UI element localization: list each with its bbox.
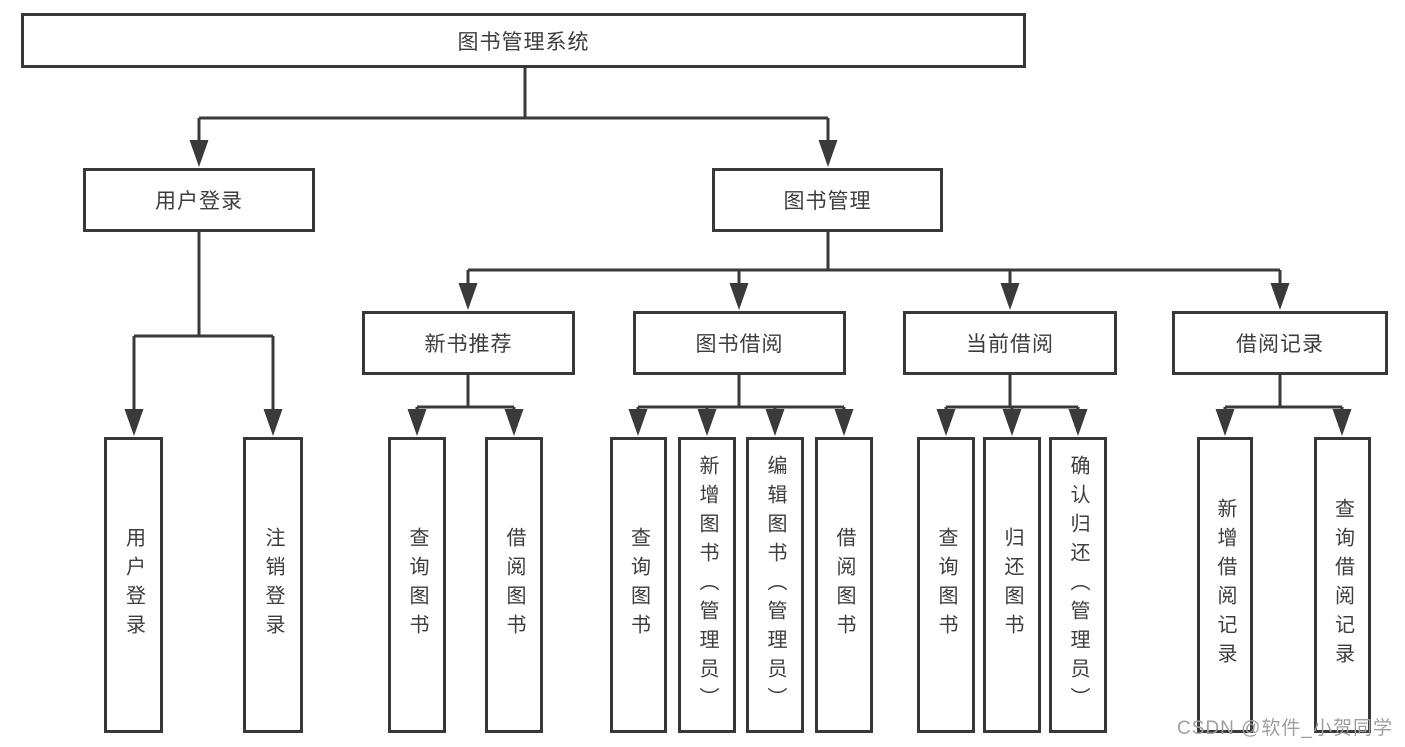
node-current-borrow-label: 当前借阅 [966,333,1054,356]
leaf-newbook-query-book: 查询图书 [388,437,446,733]
leaf-current-confirm-return-admin-label: 确认归还（管理员） [1067,454,1089,716]
leaf-newbook-borrow-book-label: 借阅图书 [503,527,525,643]
leaf-borrow-add-book-admin-label: 新增图书（管理员） [696,454,718,716]
leaf-record-add-borrow-record-label: 新增借阅记录 [1214,498,1236,672]
leaf-record-query-borrow-record: 查询借阅记录 [1314,437,1371,733]
node-borrow-record: 借阅记录 [1172,311,1388,375]
leaf-current-query-book: 查询图书 [917,437,975,733]
node-user-login-label: 用户登录 [155,190,243,213]
leaf-newbook-borrow-book: 借阅图书 [485,437,543,733]
connector-book-mgmt-branch [458,232,1290,310]
node-new-book: 新书推荐 [362,311,575,375]
node-book-borrow-label: 图书借阅 [695,333,784,356]
leaf-borrow-query-book-label: 查询图书 [627,527,650,643]
connector-current-borrow-branch [936,375,1088,436]
leaf-current-confirm-return-admin: 确认归还（管理员） [1049,437,1107,733]
connector-borrow-record-branch [1215,375,1352,436]
leaf-current-return-book-label: 归还图书 [1001,527,1023,643]
leaf-logout-login-label: 注销登录 [262,527,284,643]
connector-root-branch [189,68,838,167]
node-root-label: 图书管理系统 [457,30,590,54]
leaf-borrow-edit-book-admin-label: 编辑图书（管理员） [764,454,786,716]
leaf-record-query-borrow-record-label: 查询借阅记录 [1331,498,1354,672]
node-new-book-label: 新书推荐 [424,333,513,356]
watermark: CSDN @软件_小贺同学 [1177,718,1393,739]
node-root: 图书管理系统 [21,13,1026,68]
leaf-borrow-borrow-book: 借阅图书 [815,437,873,733]
node-user-login: 用户登录 [83,168,315,232]
leaf-current-query-book-label: 查询图书 [935,527,957,643]
leaf-user-login: 用户登录 [104,437,163,733]
leaf-user-login-label: 用户登录 [122,527,145,643]
connector-new-book-branch [407,375,524,436]
connector-book-borrow-branch [628,375,854,436]
leaf-borrow-query-book: 查询图书 [610,437,667,733]
leaf-logout-login: 注销登录 [243,437,303,733]
node-borrow-record-label: 借阅记录 [1236,333,1324,356]
node-book-mgmt: 图书管理 [712,168,943,232]
leaf-borrow-edit-book-admin: 编辑图书（管理员） [746,437,804,733]
node-current-borrow: 当前借阅 [903,311,1117,375]
leaf-newbook-query-book-label: 查询图书 [406,527,428,643]
leaf-current-return-book: 归还图书 [983,437,1041,733]
leaf-record-add-borrow-record: 新增借阅记录 [1197,437,1253,733]
connector-user-login-branch [124,232,283,436]
leaf-borrow-borrow-book-label: 借阅图书 [833,527,855,643]
node-book-mgmt-label: 图书管理 [783,190,872,213]
node-book-borrow: 图书借阅 [633,311,846,375]
leaf-borrow-add-book-admin: 新增图书（管理员） [678,437,736,733]
